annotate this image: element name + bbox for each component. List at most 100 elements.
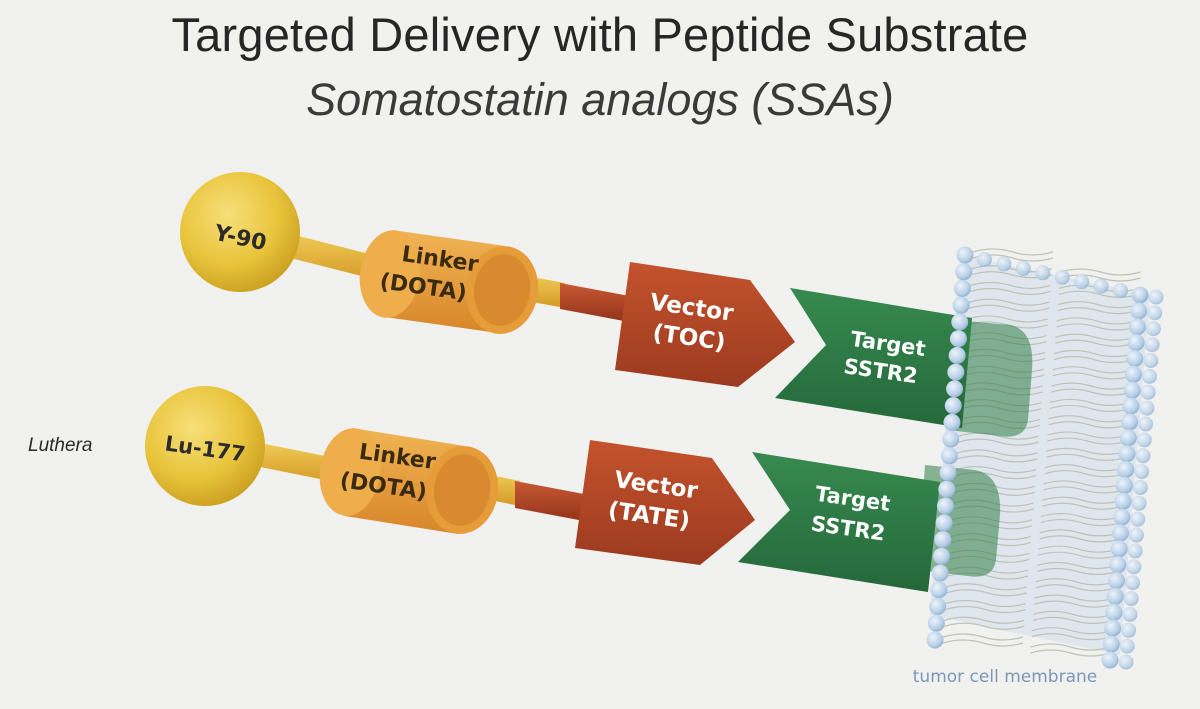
- lipid-head: [1125, 575, 1141, 591]
- lipid-tail: [958, 432, 1127, 455]
- lipid-head: [1126, 349, 1144, 367]
- lipid-head: [1121, 413, 1139, 431]
- lipid-head: [1121, 622, 1137, 638]
- lipid-head: [951, 313, 969, 331]
- lipid-head: [1123, 591, 1139, 607]
- lipid-head: [943, 413, 961, 431]
- membrane-lipid-heads: [926, 246, 974, 649]
- lipid-head: [1147, 305, 1163, 321]
- lipid-head: [1115, 476, 1133, 494]
- vector-toc: Vector (TOC): [615, 262, 795, 387]
- lipid-head: [1035, 265, 1051, 281]
- lipid-head: [1114, 492, 1132, 510]
- lipid-head: [1074, 274, 1090, 290]
- lipid-tail: [945, 599, 1114, 618]
- lipid-head: [1102, 635, 1120, 653]
- lipid-head: [1118, 654, 1134, 670]
- lipid-tail: [944, 616, 1112, 635]
- lipid-head: [1101, 651, 1119, 669]
- linker-dota-1: Linker (DOTA): [359, 230, 539, 334]
- lipid-head: [1128, 527, 1144, 543]
- lipid-tail: [944, 622, 1112, 641]
- lipid-head: [1143, 352, 1159, 368]
- lipid-head: [1109, 556, 1127, 574]
- construct-y90-toc: Y-90 Linker (DOTA) Vector (TOC): [180, 172, 972, 428]
- tumor-cell-membrane: [918, 247, 1164, 670]
- lipid-tail: [942, 639, 1111, 657]
- lipid-head: [1136, 432, 1152, 448]
- lipid-head: [1119, 429, 1137, 447]
- luthera-label: Luthera: [28, 435, 92, 456]
- lipid-head: [1093, 278, 1109, 294]
- lipid-tail: [946, 583, 1115, 602]
- lipid-tail: [946, 589, 1115, 608]
- lipid-head: [1110, 540, 1128, 558]
- lipid-head: [1138, 416, 1154, 432]
- lipid-head: [1131, 495, 1147, 511]
- lipid-head: [942, 430, 960, 448]
- vector-tate: Vector (TATE): [575, 440, 755, 565]
- lipid-head: [935, 514, 953, 532]
- lipid-head: [938, 480, 956, 498]
- lipid-tail: [957, 455, 1126, 478]
- construct-lu177-tate: Luthera Lu-177 Linker (DOTA): [28, 386, 940, 592]
- lipid-head: [1118, 445, 1136, 463]
- lipid-tail: [957, 449, 1126, 472]
- lipid-head: [940, 447, 958, 465]
- lipid-head: [934, 531, 952, 549]
- lipid-head: [1111, 524, 1129, 542]
- lipid-tail: [945, 605, 1114, 624]
- lipid-head: [952, 296, 970, 314]
- lipid-head: [1113, 283, 1129, 299]
- lipid-head: [1130, 302, 1148, 320]
- target-sstr2-2: Target SSTR2: [738, 452, 940, 592]
- lipid-head: [1104, 619, 1122, 637]
- lipid-head: [926, 631, 944, 649]
- lipid-head: [944, 397, 962, 415]
- lipid-head: [1128, 318, 1146, 336]
- lipid-head: [930, 581, 948, 599]
- lipid-tail: [955, 466, 1124, 488]
- lipid-head: [931, 564, 949, 582]
- lipid-head: [1148, 289, 1164, 305]
- lipid-head: [1122, 397, 1140, 415]
- lipid-tail: [967, 315, 1136, 341]
- lipid-head: [948, 346, 966, 364]
- lipid-head: [1106, 588, 1124, 606]
- lipid-tail: [970, 287, 1139, 315]
- lipid-tail: [972, 248, 1141, 276]
- lipid-head: [936, 497, 954, 515]
- lipid-head: [1145, 321, 1161, 337]
- isotope-y90: Y-90: [180, 172, 300, 292]
- lipid-tail: [968, 304, 1137, 331]
- lipid-head: [1127, 543, 1143, 559]
- lipid-head: [1140, 384, 1156, 400]
- lipid-head: [1135, 448, 1151, 464]
- lipid-head: [933, 547, 951, 565]
- lipid-head: [1132, 287, 1148, 303]
- lipid-head: [1119, 638, 1135, 654]
- page-title: Targeted Delivery with Peptide Substrate: [171, 8, 1029, 61]
- lipid-head: [996, 256, 1012, 272]
- lipid-head: [1122, 606, 1138, 622]
- lipid-head: [939, 464, 957, 482]
- lipid-tail: [942, 633, 1111, 651]
- lipid-head: [1127, 334, 1145, 352]
- lipid-head: [1126, 559, 1142, 575]
- linker-dota-2: Linker (DOTA): [319, 428, 499, 534]
- lipid-tail: [968, 298, 1137, 325]
- lipid-head: [1139, 400, 1155, 416]
- lipid-head: [927, 614, 945, 632]
- lipid-head: [947, 363, 965, 381]
- lipid-tail: [958, 438, 1127, 461]
- isotope-lu177: Lu-177: [145, 386, 265, 506]
- lipid-head: [929, 598, 947, 616]
- membrane-label: tumor cell membrane: [913, 667, 1097, 687]
- lipid-head: [1117, 461, 1135, 479]
- lipid-head: [956, 246, 974, 264]
- lipid-head: [949, 330, 967, 348]
- lipid-head: [953, 279, 971, 297]
- lipid-head: [1113, 508, 1131, 526]
